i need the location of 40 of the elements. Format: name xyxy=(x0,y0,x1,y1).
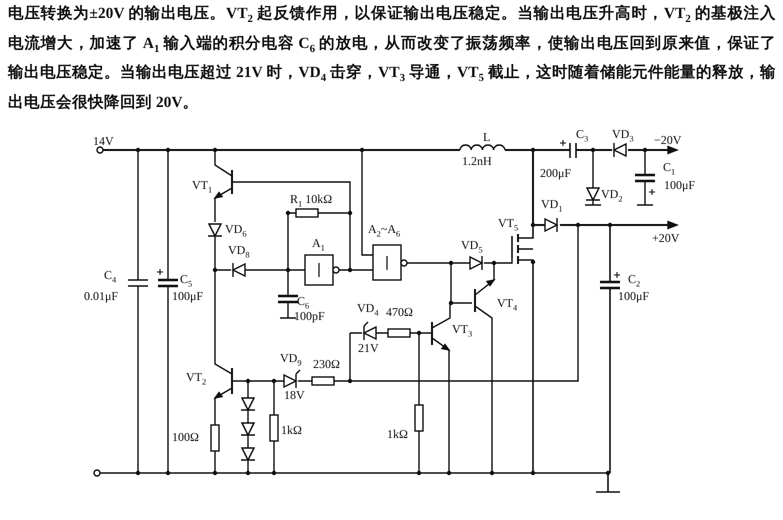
component-label: 100μF xyxy=(664,178,696,192)
component-label: +20V xyxy=(652,231,680,245)
component-label: A$_{1}$ xyxy=(312,236,325,254)
component-label: 1kΩ xyxy=(281,423,302,437)
component-label: 1.2nH xyxy=(462,154,492,168)
component-label: VD$_{8}$ xyxy=(228,243,250,262)
component-label: VD$_{4}$ xyxy=(357,301,379,320)
component-label: VD$_{1}$ xyxy=(541,197,563,216)
description-paragraph: 电压转换为±20V 的输出电压。VT$_{2}$ 起反馈作用，以保证输出电压稳定。当输出电压升高时，VT$_{2}$ 的基极注入电流增大，加速了 A$_{1}$ 输入端的积分电容 C$_{6}$ 的放电，从而改变了振荡频率，使输出电压回到原来值，保证了输出电压稳定。当输出电压超过 21V 时，VD$_{4}$ 击穿，VT$_{3}$ 导通，VT$_{5}$ 截止，这时随着储能元件能量的释放，输出电压会很快降回到 20V。 xyxy=(8,4,776,113)
component-label: 1kΩ xyxy=(387,427,408,441)
component-label: VD$_{9}$ xyxy=(280,351,302,370)
component-label: 14V xyxy=(93,134,114,148)
component-label: C$_{2}$ xyxy=(628,272,640,290)
component-label: 18V xyxy=(284,388,305,402)
component-label: VD$_{5}$ xyxy=(461,238,483,256)
component-label: −20V xyxy=(654,133,682,147)
component-label: VD$_{3}$ xyxy=(612,127,634,146)
component-label: 230Ω xyxy=(313,357,340,371)
component-label: C$_{1}$ xyxy=(663,160,676,178)
component-label: C$_{3}$ xyxy=(576,127,588,146)
component-label: 100Ω xyxy=(172,430,199,444)
component-label: VT$_{3}$ xyxy=(452,322,472,340)
component-label: 470Ω xyxy=(386,305,413,319)
component-label: VT$_{5}$ xyxy=(498,216,518,234)
component-label: A$_{2}$~A$_{6}$ xyxy=(368,222,400,240)
component-label: 100μF xyxy=(172,289,204,303)
component-label: 100μF xyxy=(618,289,650,303)
component-label: 100pF xyxy=(294,309,325,323)
component-label: C$_{4}$ xyxy=(104,268,116,286)
component-label: VD$_{6}$ xyxy=(225,222,247,240)
component-label: 21V xyxy=(358,341,379,355)
component-label: 0.01μF xyxy=(84,289,118,303)
component-label: VT$_{2}$ xyxy=(186,370,206,388)
component-label: C$_{5}$ xyxy=(180,272,192,290)
component-label: 200μF xyxy=(540,166,572,180)
component-label: R$_{1}$ 10kΩ xyxy=(290,192,332,210)
component-label: VT$_{1}$ xyxy=(192,178,212,196)
component-label: VD$_{2}$ xyxy=(601,187,623,206)
component-label: L xyxy=(483,130,490,144)
component-label: VT$_{4}$ xyxy=(497,296,518,314)
